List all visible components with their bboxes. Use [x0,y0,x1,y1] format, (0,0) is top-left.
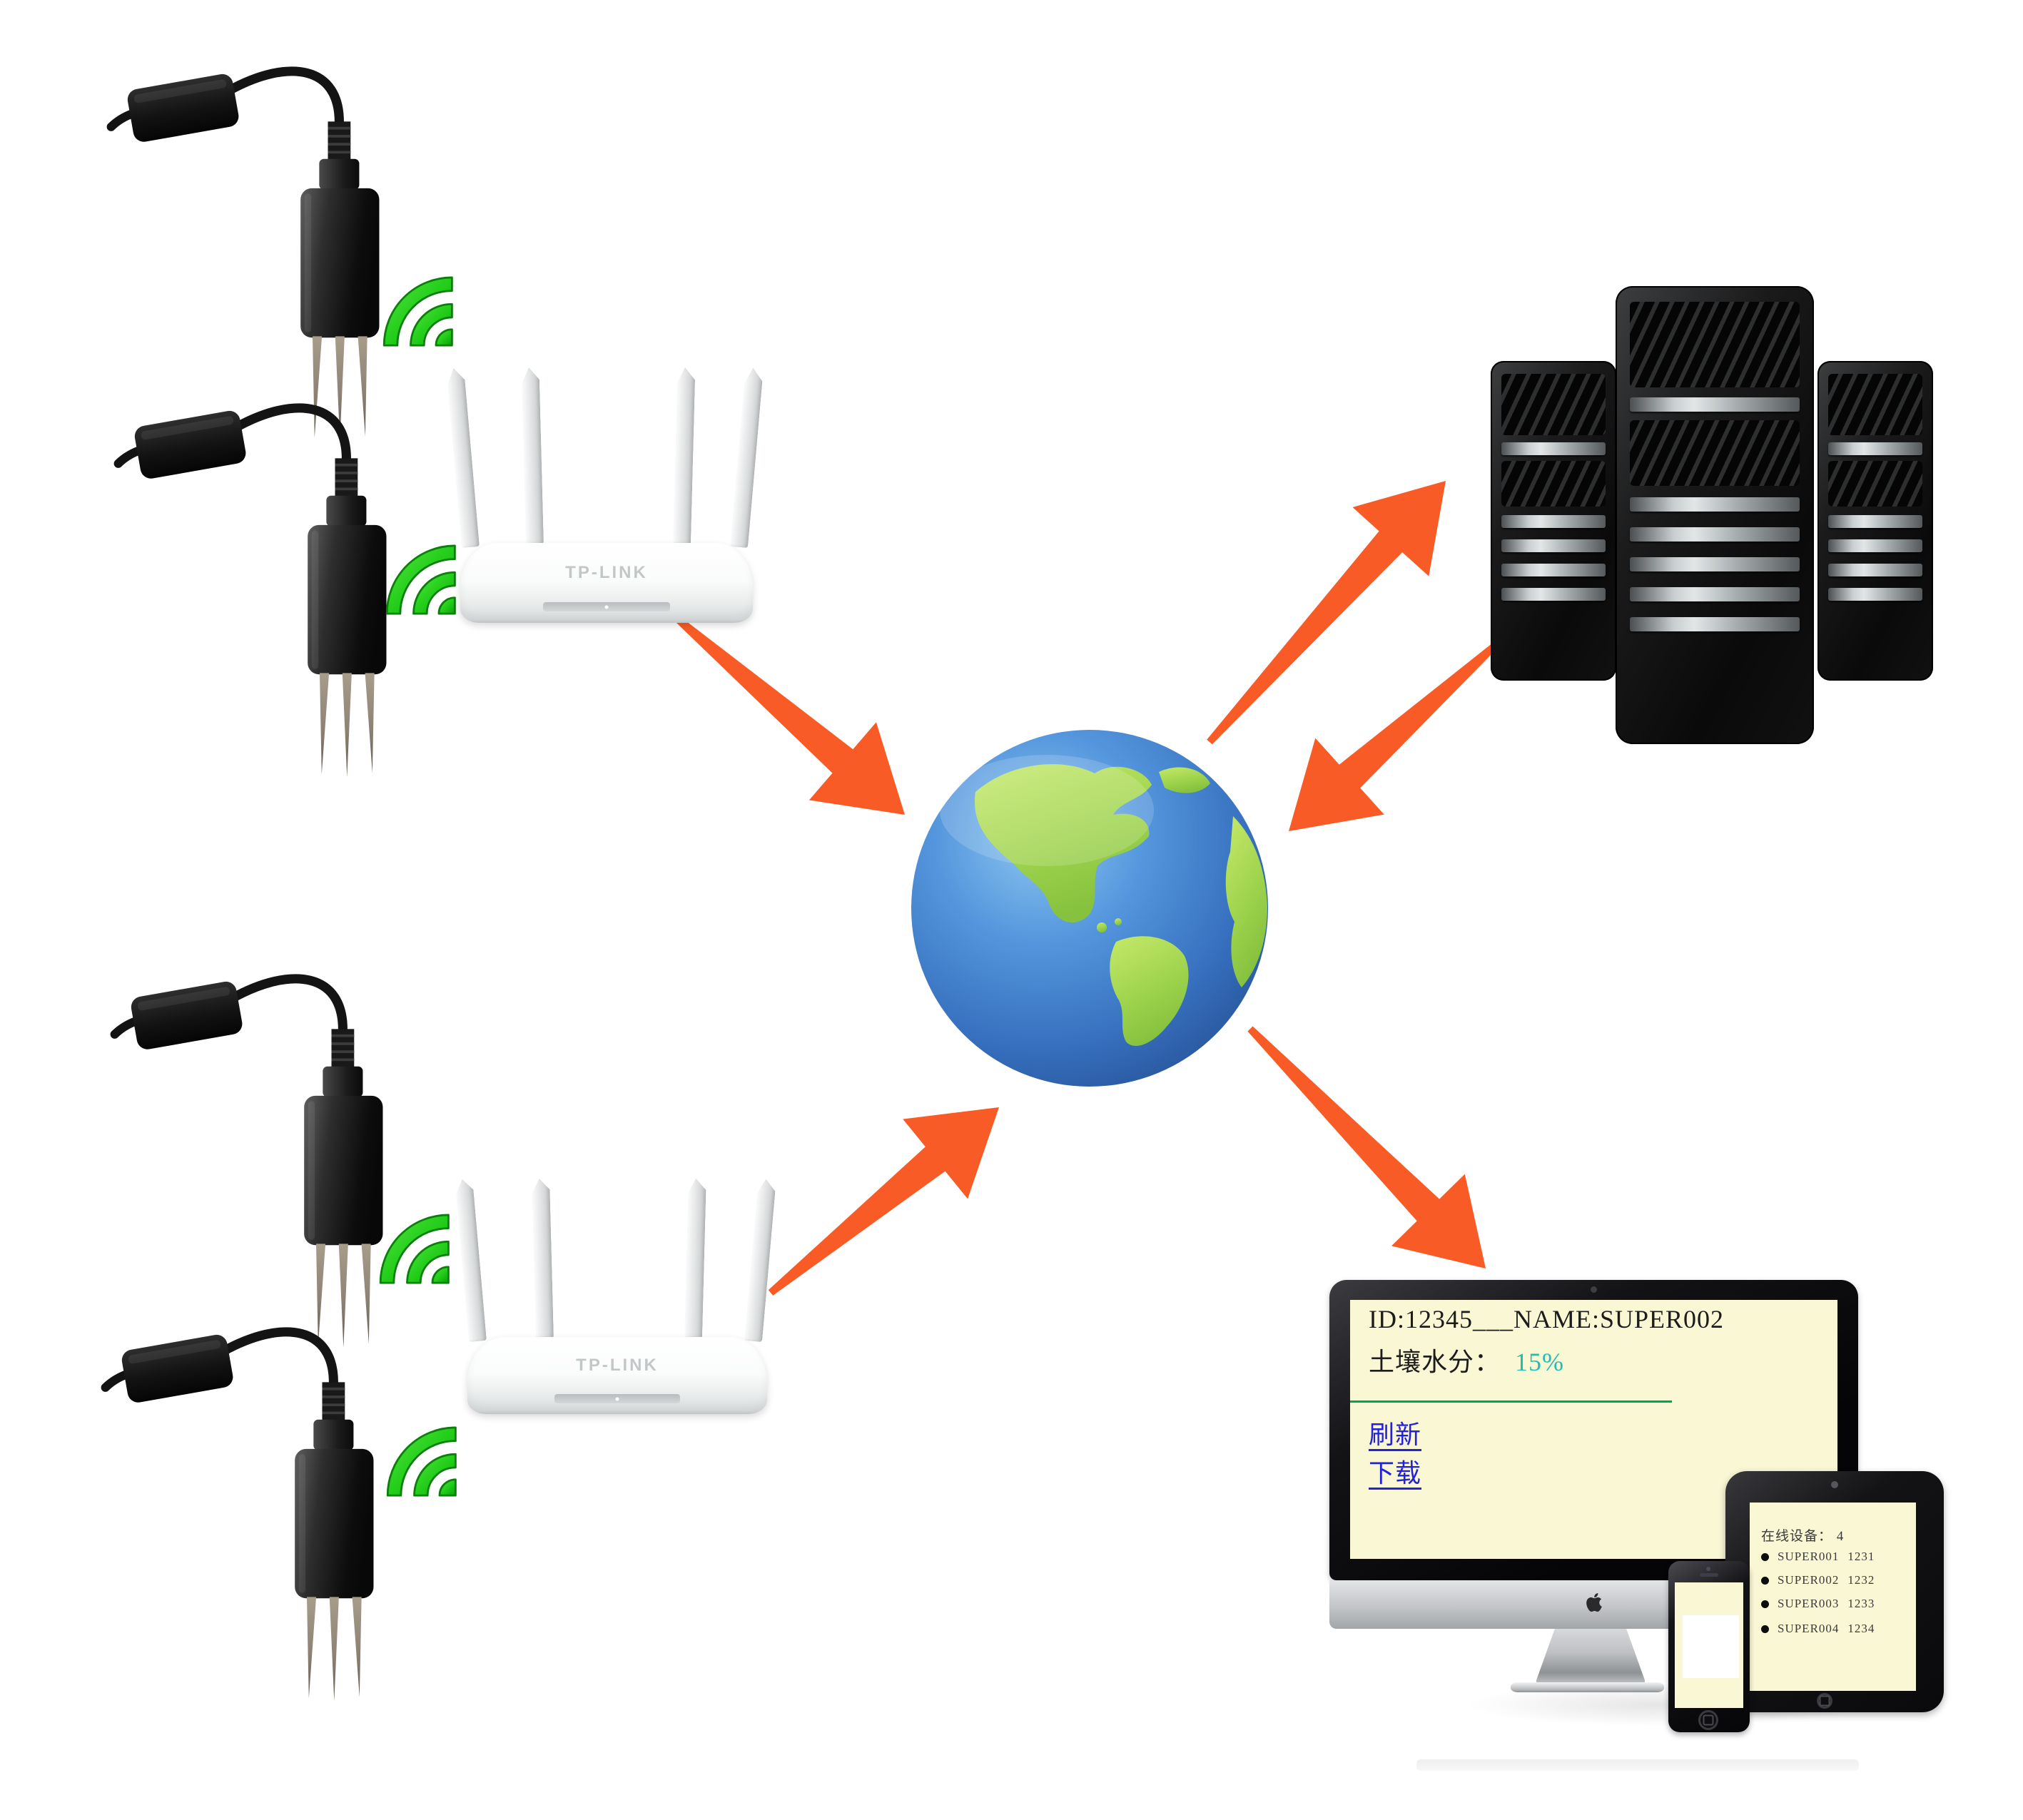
server-vent [1501,461,1606,507]
soil-moisture-line: 土壤水分： 15% [1369,1341,1564,1378]
router-antenna [522,367,544,545]
device-code: 1234 [1847,1622,1875,1635]
wifi-signal-icon [382,276,453,347]
soil-moisture-label: 土壤水分： [1369,1348,1501,1376]
server-drive-bar [1828,564,1922,576]
router-antenna [532,1179,554,1339]
device-list-item[interactable]: SUPER002 1232 [1761,1573,1875,1587]
wifi-router-1: TP-LINK [460,367,753,623]
phone-screen [1675,1582,1743,1708]
soil-sensor-4 [123,1323,430,1704]
arrow-internet-to-server-icon [1207,481,1446,745]
server-drive-bar [1501,564,1606,576]
server-drive-bar [1501,515,1606,528]
server-tower-middle [1616,286,1814,744]
server-drive-bar [1501,442,1606,455]
server-drive-bar [1630,587,1800,601]
wifi-signal-icon [386,1426,457,1497]
device-name: SUPER003 [1778,1597,1840,1610]
device-code: 1232 [1847,1573,1875,1587]
server-drive-bar [1630,497,1800,512]
tablet-device: 在线设备： 4 SUPER001 1231 SUPER002 1232 SUPE… [1725,1471,1944,1712]
bullet-icon [1761,1600,1769,1608]
phone-home-button [1698,1710,1718,1730]
server-drive-bar [1828,515,1922,528]
server-drive-bar [1630,527,1800,542]
server-drive-bar [1828,588,1922,601]
server-drive-bar [1501,588,1606,601]
soil-sensor-3 [132,970,439,1351]
phone-camera-icon [1706,1567,1710,1571]
server-vent [1828,461,1922,507]
webcam-icon [1591,1286,1597,1293]
router-status-bar [543,602,670,611]
server-drive-bar [1828,539,1922,552]
server-drive-bar [1630,397,1800,412]
tablet-screen: 在线设备： 4 SUPER001 1231 SUPER002 1232 SUPE… [1750,1503,1916,1691]
tablet-camera-icon [1831,1481,1838,1488]
server-drive-bar [1501,539,1606,552]
server-drive-bar [1828,442,1922,455]
device-list-item[interactable]: SUPER001 1231 [1761,1550,1875,1564]
server-drive-bar [1630,617,1800,631]
refresh-link[interactable]: 刷新 [1369,1420,1422,1451]
server-tower-right [1817,361,1933,681]
server-vent [1501,374,1606,435]
arrow-router1-to-internet-icon [675,616,905,815]
device-name: SUPER004 [1778,1622,1840,1635]
arrow-router2-to-internet-icon [768,1107,999,1296]
imac-screen: ID:12345___NAME:SUPER002 土壤水分： 15% 刷新 下载 [1350,1300,1837,1559]
router-body: TP-LINK [460,543,753,623]
floor-reflection [1416,1759,1859,1771]
bullet-icon [1761,1576,1769,1585]
device-code: 1233 [1847,1597,1875,1610]
soil-moisture-value: 15% [1515,1348,1565,1376]
divider-line [1350,1400,1672,1403]
arrow-server-to-internet-icon [1289,643,1498,831]
device-list-item[interactable]: SUPER004 1234 [1761,1622,1875,1636]
imac-stand-neck [1536,1629,1645,1687]
soil-sensor-1 [128,63,435,443]
device-name: SUPER002 [1778,1573,1840,1587]
device-id-text: ID:12345___NAME:SUPER002 [1369,1305,1725,1333]
arrow-internet-to-clients-icon [1247,1026,1486,1269]
server-tower-left [1491,361,1616,681]
internet-globe-icon [911,730,1268,1087]
wifi-signal-icon [385,544,456,615]
apple-logo-icon [1586,1593,1602,1612]
server-vent [1828,374,1922,435]
device-list-item[interactable]: SUPER003 1233 [1761,1597,1875,1611]
router-antenna [684,1179,706,1339]
download-link[interactable]: 下载 [1369,1459,1422,1490]
online-devices-header: 在线设备： 4 [1761,1529,1845,1544]
router-antenna [673,367,695,545]
wifi-router-2: TP-LINK [467,1179,767,1414]
device-name: SUPER001 [1778,1550,1840,1563]
bullet-icon [1761,1552,1769,1561]
router-status-bar [554,1394,680,1403]
wifi-signal-icon [379,1214,450,1284]
router-brand-label: TP-LINK [565,563,648,582]
tablet-home-button [1817,1693,1832,1709]
server-drive-bar [1630,557,1800,571]
bullet-icon [1761,1625,1769,1633]
server-vent [1630,302,1800,387]
router-body: TP-LINK [467,1337,767,1414]
device-code: 1231 [1847,1550,1875,1563]
smartphone-device [1668,1561,1750,1732]
phone-content-panel [1683,1615,1739,1678]
phone-speaker-icon [1700,1573,1718,1577]
imac-stand-base [1511,1682,1664,1692]
server-rack [1488,284,1936,748]
server-vent [1630,420,1800,486]
router-brand-label: TP-LINK [576,1356,659,1375]
